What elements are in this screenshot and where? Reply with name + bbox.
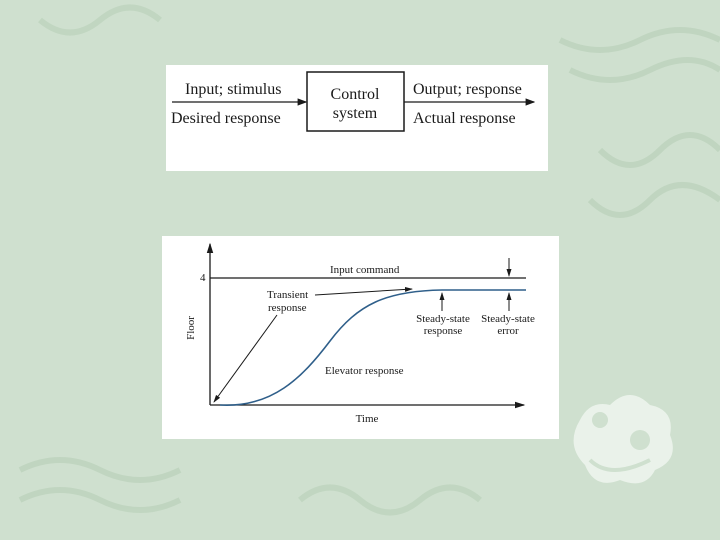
x-axis-label: Time [356, 413, 379, 425]
y-axis-label: Floor [185, 316, 197, 340]
transient-arrow-down [214, 315, 277, 402]
transient-label-line1: Transient [267, 289, 308, 301]
elevator-response-label: Elevator response [325, 365, 404, 377]
steady-state-label-line1: Steady-state [416, 313, 470, 325]
elevator-chart: Floor Time 4 Input command Elevator resp… [162, 236, 559, 439]
y-tick-label: 4 [200, 272, 206, 284]
steady-state-label-line2: response [424, 325, 463, 337]
steady-error-label-line2: error [497, 325, 519, 337]
block-diagram: Input; stimulus Desired response Control… [166, 65, 548, 171]
transient-label-line2: response [268, 302, 307, 314]
output-top-label: Output; response [413, 81, 522, 98]
input-command-label: Input command [330, 264, 400, 276]
box-label-line1: Control [331, 86, 380, 103]
elevator-chart-panel: Floor Time 4 Input command Elevator resp… [162, 236, 559, 439]
input-bottom-label: Desired response [171, 110, 281, 127]
box-label-line2: system [333, 105, 378, 122]
elevator-response-curve [220, 290, 526, 405]
steady-error-label-line1: Steady-state [481, 313, 535, 325]
input-top-label: Input; stimulus [185, 81, 281, 98]
block-diagram-panel: Input; stimulus Desired response Control… [166, 65, 548, 171]
output-bottom-label: Actual response [413, 110, 516, 127]
